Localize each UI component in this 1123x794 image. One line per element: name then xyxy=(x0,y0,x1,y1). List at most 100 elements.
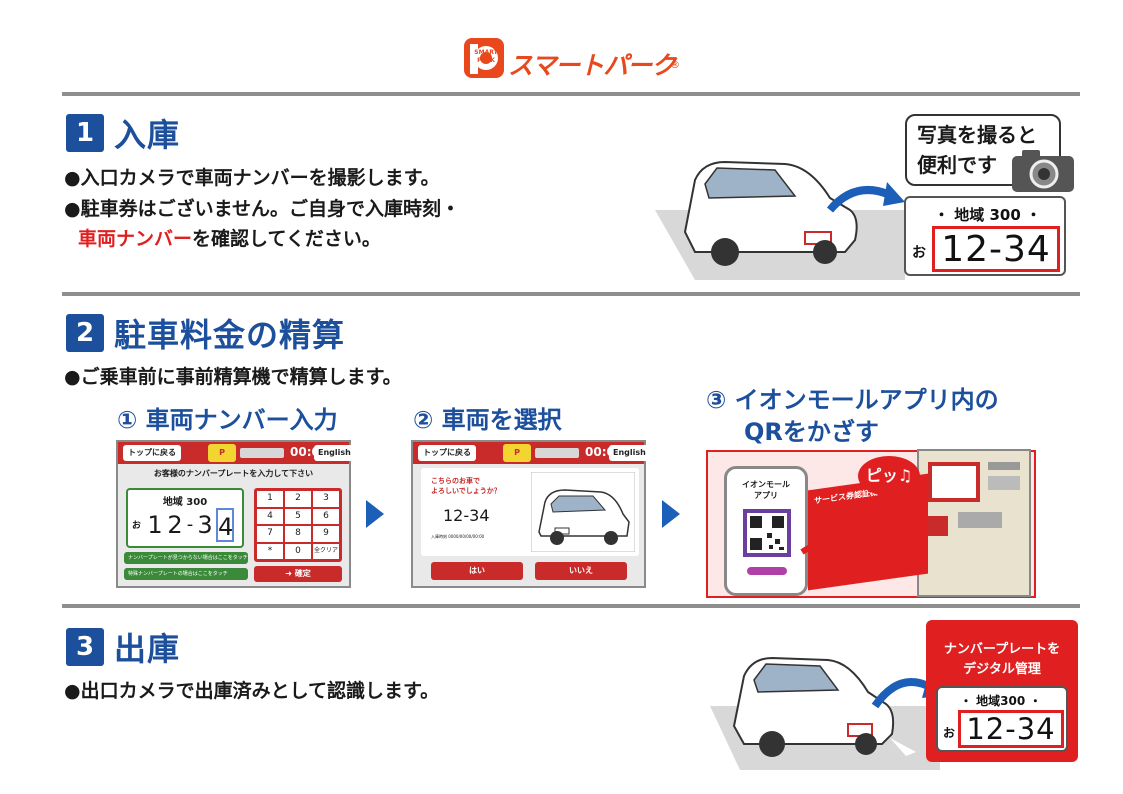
screen2-question: こちらのお車で よろしいでしょうか？ xyxy=(431,476,501,496)
plate-region: ・ 地域 300 ・ xyxy=(934,206,1041,224)
beep-burst: ピッ♫ xyxy=(858,456,920,496)
screen1-header: トップに戻る P 00:00 English xyxy=(118,442,355,464)
section2-title: 駐車料金の精算 xyxy=(114,316,346,354)
park-p-logo-icon xyxy=(464,38,504,78)
screen1-plate: 地域 300 お 1 2 - 3 4 xyxy=(126,488,244,548)
plate-digit: 2 xyxy=(167,511,183,539)
section2-number: 2 xyxy=(66,314,104,352)
step3-heading: ③ イオンモールアプリ内の QRをかざす xyxy=(706,384,999,448)
screen2-back-button[interactable]: トップに戻る xyxy=(418,445,476,461)
section1-title: 入庫 xyxy=(114,116,181,154)
keypad-key[interactable]: 8 xyxy=(285,526,311,542)
app-button xyxy=(747,567,787,575)
keypad-key[interactable]: 1 xyxy=(257,491,283,507)
plate-region: ・ 地域300 ・ xyxy=(960,694,1042,708)
section3-number: 3 xyxy=(66,628,104,666)
screen-number-entry: トップに戻る P 00:00 English お客様のナンバープレートを入力して… xyxy=(116,440,355,588)
svg-text:PARK: PARK xyxy=(477,57,495,64)
screen2-yes-button[interactable]: はい xyxy=(431,562,523,580)
payment-machine-icon xyxy=(917,449,1031,597)
registered-mark: ® xyxy=(670,60,680,71)
qr-code-icon xyxy=(743,509,791,557)
confirm-label: 確定 xyxy=(294,569,311,578)
app-label-line2: アプリ xyxy=(754,491,778,500)
plate-kana: お xyxy=(912,245,926,261)
screen2-header: トップに戻る P 00:00 English xyxy=(413,442,650,464)
screen2-steps xyxy=(535,448,579,458)
screen1-not-found-button[interactable]: ナンバープレートが見つからない場合はここをタッチ xyxy=(124,552,248,564)
plate-digit: 1 xyxy=(147,511,163,539)
screen1-confirm-button[interactable]: ➜ 確定 xyxy=(254,566,342,582)
vehicle-photo-icon xyxy=(531,472,635,552)
qr-scan-panel: サービス券認証機 ピッ♫ イオンモール アプリ xyxy=(706,449,1036,598)
screen1-english-button[interactable]: English xyxy=(314,445,355,461)
screen1-plate-digits: 1 2 - 3 4 xyxy=(146,508,234,542)
car-entering-illustration xyxy=(655,160,905,280)
keypad-key[interactable]: 9 xyxy=(313,526,339,542)
keypad-key[interactable]: 0 xyxy=(285,543,311,559)
bubble-line2: 便利です xyxy=(917,153,997,177)
step2-heading: ② 車両を選択 xyxy=(413,406,562,434)
section1-number: 1 xyxy=(66,114,104,152)
car-exiting-illustration xyxy=(710,656,940,770)
step3-heading-line1: ③ イオンモールアプリ内の xyxy=(706,386,999,414)
screen1-prompt: お客様のナンバープレートを入力して下さい xyxy=(153,469,314,478)
screen1-special-plate-button[interactable]: 特殊ナンバープレートの場合はここをタッチ xyxy=(124,568,248,580)
scan-arrow-icon xyxy=(800,536,860,555)
section1-bullet3-rest: を確認してください。 xyxy=(192,228,381,250)
step3-heading-line2: QRをかざす xyxy=(744,418,879,446)
plate-kana: お xyxy=(943,726,956,740)
svg-text:SMART: SMART xyxy=(474,49,498,56)
keypad-key[interactable]: * xyxy=(257,543,283,559)
step1-heading: ① 車両ナンバー入力 xyxy=(117,406,338,434)
section3-bullet1: ●出口カメラで出庫済みとして認識します。 xyxy=(64,680,440,702)
section2-heading: 2 駐車料金の精算 xyxy=(66,310,345,356)
next-arrow-icon xyxy=(366,500,384,528)
screen2-english-button[interactable]: English xyxy=(609,445,650,461)
keypad-clear-key[interactable]: 全クリア xyxy=(313,543,339,559)
question-line1: こちらのお車で xyxy=(431,477,480,485)
bubble-line1: 写真を撮ると xyxy=(917,123,1037,147)
keypad-key[interactable]: 7 xyxy=(257,526,283,542)
plate-dash: - xyxy=(186,514,194,535)
keypad-key[interactable]: 2 xyxy=(285,491,311,507)
screen2-entry-time: 入庫時刻 0000/00/00/00:00 xyxy=(431,534,485,539)
section2-bullet1: ●ご乗車前に事前精算機で精算します。 xyxy=(64,366,402,388)
divider-bottom xyxy=(62,604,1080,608)
screen2-plate-number: 12-34 xyxy=(443,506,490,525)
screen2-panel: こちらのお車で よろしいでしょうか？ 12-34 入庫時刻 0000/00/00… xyxy=(421,468,639,556)
license-plate-entry: ・ 地域 300 ・ お 12-34 xyxy=(904,196,1066,276)
smartphone: イオンモール アプリ xyxy=(724,466,808,596)
section1-heading: 1 入庫 xyxy=(66,110,180,156)
screen1-logo: P xyxy=(208,444,236,462)
app-label: イオンモール アプリ xyxy=(727,479,805,501)
screen2-no-button[interactable]: いいえ xyxy=(535,562,627,580)
screen1-keypad: 1 2 3 4 5 6 7 8 9 * 0 全クリア xyxy=(254,488,342,562)
keypad-key[interactable]: 4 xyxy=(257,508,283,524)
smart-park-mark-text: SMART PARK xyxy=(474,49,498,64)
badge-line1: ナンバープレートを xyxy=(943,642,1061,657)
section3-heading: 3 出庫 xyxy=(66,624,180,670)
section1-bullet2: ●駐車券はございません。ご自身で入庫時刻・ xyxy=(64,198,461,220)
keypad-key[interactable]: 5 xyxy=(285,508,311,524)
logo-name: スマートパーク xyxy=(508,51,676,80)
screen1-plate-region: 地域 300 xyxy=(162,497,208,508)
plate-number: 12-34 xyxy=(932,226,1060,272)
divider-middle xyxy=(62,292,1080,296)
screen-vehicle-select: トップに戻る P 00:00 English こちらのお車で よろしいでしょうか… xyxy=(411,440,650,588)
section1-bullet3-highlight: 車両ナンバー xyxy=(78,228,193,250)
keypad-key[interactable]: 6 xyxy=(313,508,339,524)
license-plate-exit: ・ 地域300 ・ お 12-34 xyxy=(936,686,1068,752)
screen1-steps xyxy=(240,448,284,458)
digital-management-label: ナンバープレートを デジタル管理 xyxy=(926,640,1078,680)
smart-park-logo: SMART PARK スマートパーク ® xyxy=(462,36,692,84)
keypad-key[interactable]: 3 xyxy=(313,491,339,507)
section3-title: 出庫 xyxy=(114,630,181,668)
badge-line2: デジタル管理 xyxy=(963,662,1041,677)
question-line2: よろしいでしょうか？ xyxy=(431,487,501,495)
screen1-back-button[interactable]: トップに戻る xyxy=(123,445,181,461)
camera-icon xyxy=(1012,150,1074,192)
digital-management-card: ナンバープレートを デジタル管理 ・ 地域300 ・ お 12-34 xyxy=(926,620,1078,762)
app-label-line1: イオンモール xyxy=(742,480,790,489)
screen2-logo: P xyxy=(503,444,531,462)
